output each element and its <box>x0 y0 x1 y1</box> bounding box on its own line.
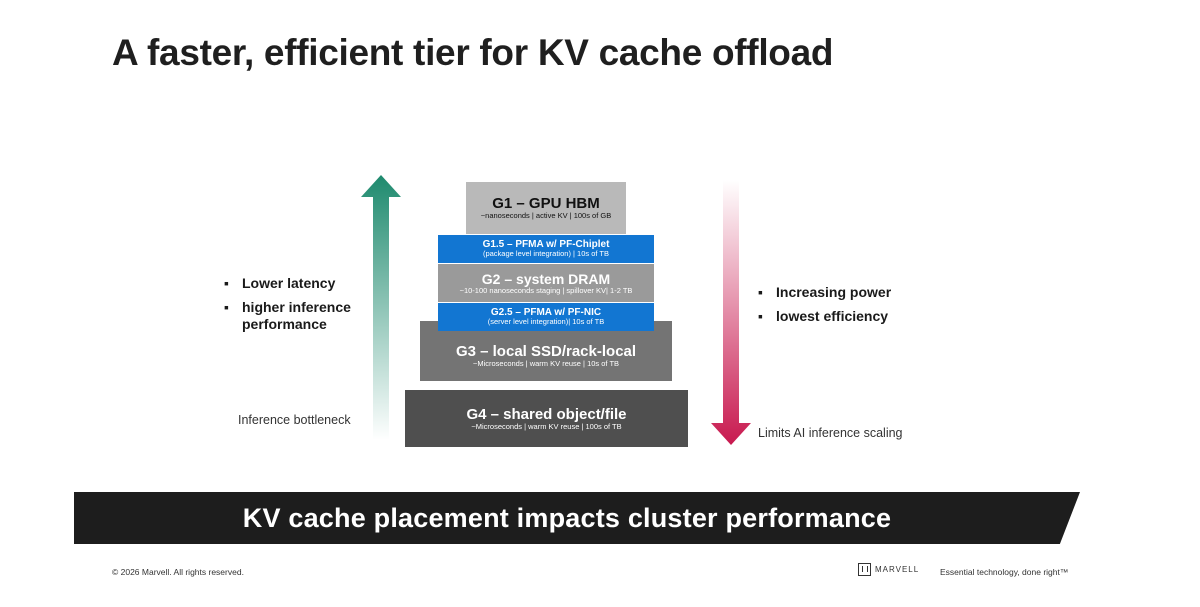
banner-text: KV cache placement impacts cluster perfo… <box>242 502 892 533</box>
slide-title: A faster, efficient tier for KV cache of… <box>112 32 834 73</box>
marvell-logo-icon <box>858 563 871 576</box>
tier-g1-5-name: G1.5 – PFMA w/ PF-Chiplet <box>482 238 610 250</box>
tier-g3: G3 – local SSD/rack-local ~Microseconds … <box>420 321 672 381</box>
left-bullet-list: Lower latency higher inference performan… <box>224 275 374 340</box>
tier-g4-name: G4 – shared object/file <box>466 405 627 423</box>
tier-g3-detail: ~Microseconds | warm KV reuse | 10s of T… <box>472 359 620 369</box>
tier-g4-detail: ~Microseconds | warm KV reuse | 100s of … <box>471 421 622 431</box>
tier-g1-5-detail: (package level integration) | 10s of TB <box>482 249 610 259</box>
right-bullet-list: Increasing power lowest efficiency <box>758 284 938 331</box>
bullet-lower-latency: Lower latency <box>224 275 374 293</box>
arrow-down-icon <box>711 180 751 445</box>
tier-g2-5-detail: (server level integration)| 10s of TB <box>487 317 605 327</box>
tier-g2-5: G2.5 – PFMA w/ PF-NIC (server level inte… <box>438 303 654 331</box>
tier-g4: G4 – shared object/file ~Microseconds | … <box>405 390 688 447</box>
takeaway-banner: KV cache placement impacts cluster perfo… <box>74 492 1080 544</box>
tier-g1-5: G1.5 – PFMA w/ PF-Chiplet (package level… <box>438 235 654 263</box>
scaling-limit-caption: Limits AI inference scaling <box>758 426 903 440</box>
copyright-notice: © 2026 Marvell. All rights reserved. <box>112 567 244 577</box>
tier-g1-name: G1 – GPU HBM <box>492 195 600 213</box>
tier-g2-detail: ~10-100 nanoseconds staging | spillover … <box>459 285 633 295</box>
bullet-lowest-efficiency: lowest efficiency <box>758 308 938 326</box>
marvell-logo-text: MARVELL <box>875 565 920 574</box>
arrow-up-icon <box>361 175 401 440</box>
tier-g1-detail: ~nanoseconds | active KV | 100s of GB <box>480 211 612 221</box>
tagline: Essential technology, done right™ <box>940 567 1069 577</box>
tier-g2-name: G2 – system DRAM <box>481 270 611 287</box>
tier-g1: G1 – GPU HBM ~nanoseconds | active KV | … <box>466 182 626 234</box>
marvell-logo: MARVELL <box>858 563 919 576</box>
tier-g2-5-name: G2.5 – PFMA w/ PF-NIC <box>490 306 602 318</box>
tier-g3-name: G3 – local SSD/rack-local <box>455 343 637 361</box>
inference-bottleneck-caption: Inference bottleneck <box>238 413 351 427</box>
bullet-higher-inference: higher inference performance <box>224 299 374 334</box>
tier-g2: G2 – system DRAM ~10-100 nanoseconds sta… <box>438 264 654 302</box>
bullet-increasing-power: Increasing power <box>758 284 938 302</box>
